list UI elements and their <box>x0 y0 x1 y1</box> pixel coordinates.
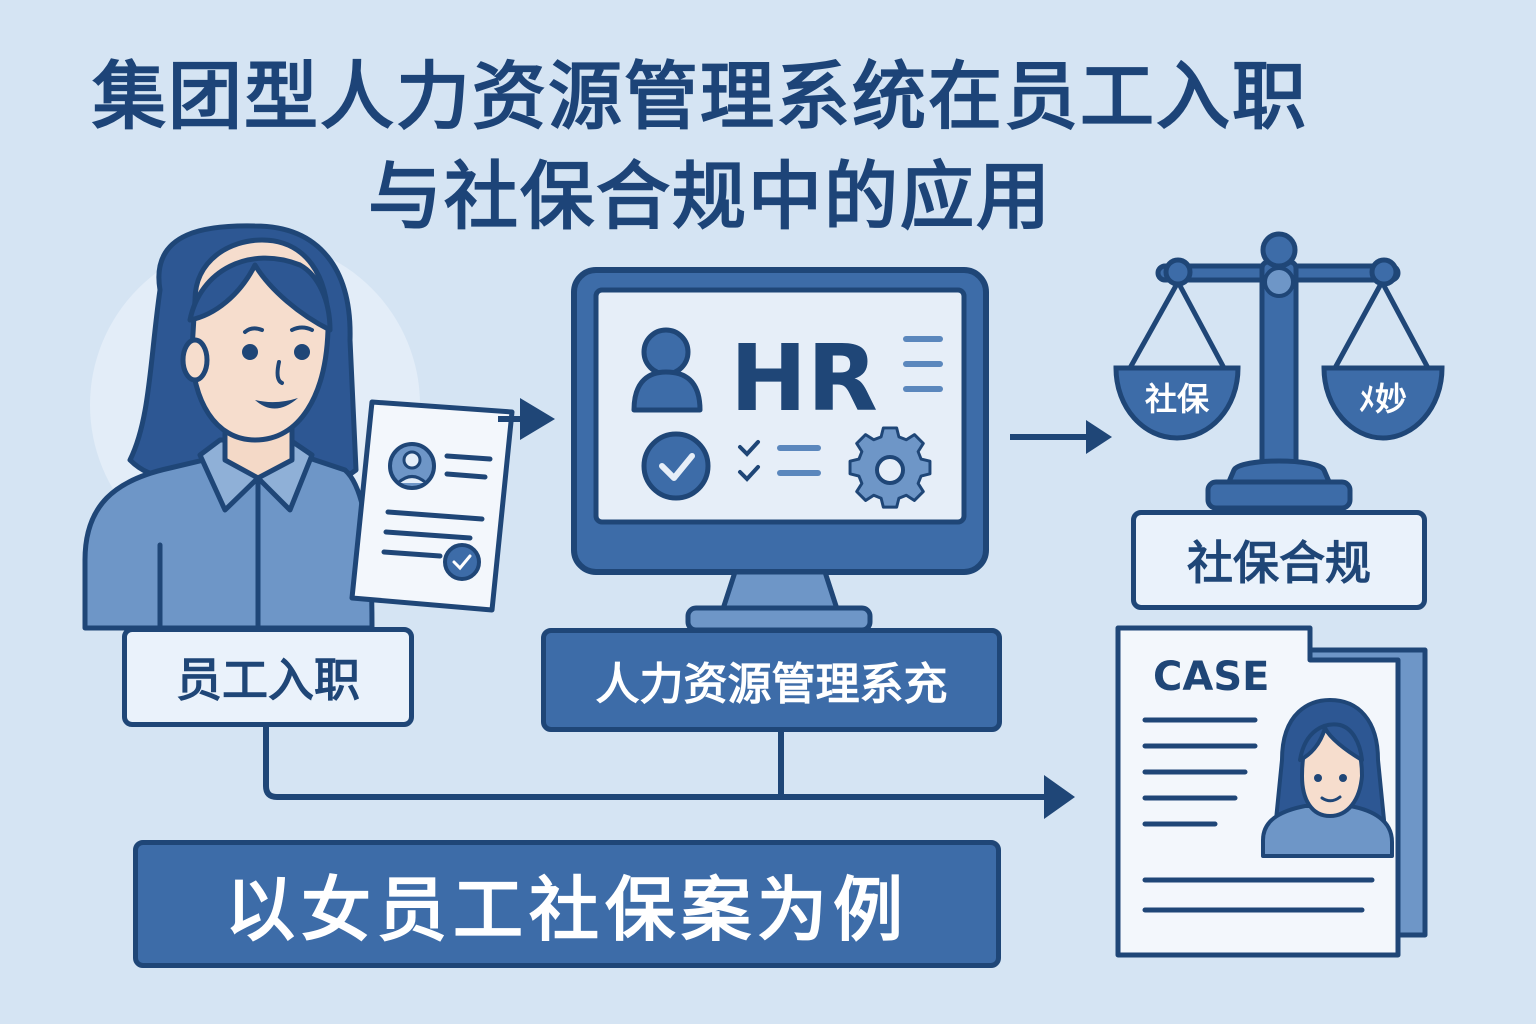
page-title-line-2: 与社保合规中的应用 <box>368 154 1052 240</box>
doc-check-badge <box>443 543 481 581</box>
onboarding-label: 员工入职 <box>122 627 414 727</box>
hr-text: HR <box>730 325 878 432</box>
compliance-label: 社保合规 <box>1131 510 1427 610</box>
connector-lines <box>263 727 1048 800</box>
case-file-icon <box>1115 625 1428 958</box>
user-icon <box>631 327 703 413</box>
scale-left-pan-label: 社保 <box>1145 380 1210 418</box>
scale-right-pan-label: ﾒ妙 <box>1359 380 1407 418</box>
woman-person-icon <box>82 223 375 631</box>
gear-icon <box>848 426 932 509</box>
arrow-doc-to-monitor-icon <box>498 398 555 440</box>
hrms-label: 人力资源管理系充 <box>541 628 1002 732</box>
list-lines-icon <box>903 336 943 392</box>
woman-face-details <box>242 325 314 409</box>
case-example-banner: 以女员工社保案为例 <box>133 840 1001 968</box>
checklist-icon <box>738 440 821 482</box>
page-title-line-1: 集团型人力资源管理系统在员工入职 <box>92 54 1308 140</box>
scale-icon <box>1113 231 1445 511</box>
case-title: CASE <box>1153 654 1269 700</box>
arrow-monitor-to-scale-icon <box>1010 420 1112 454</box>
resume-document-icon <box>349 399 515 613</box>
arrow-to-case-icon <box>1044 775 1075 819</box>
checkmark-icon <box>641 431 711 501</box>
